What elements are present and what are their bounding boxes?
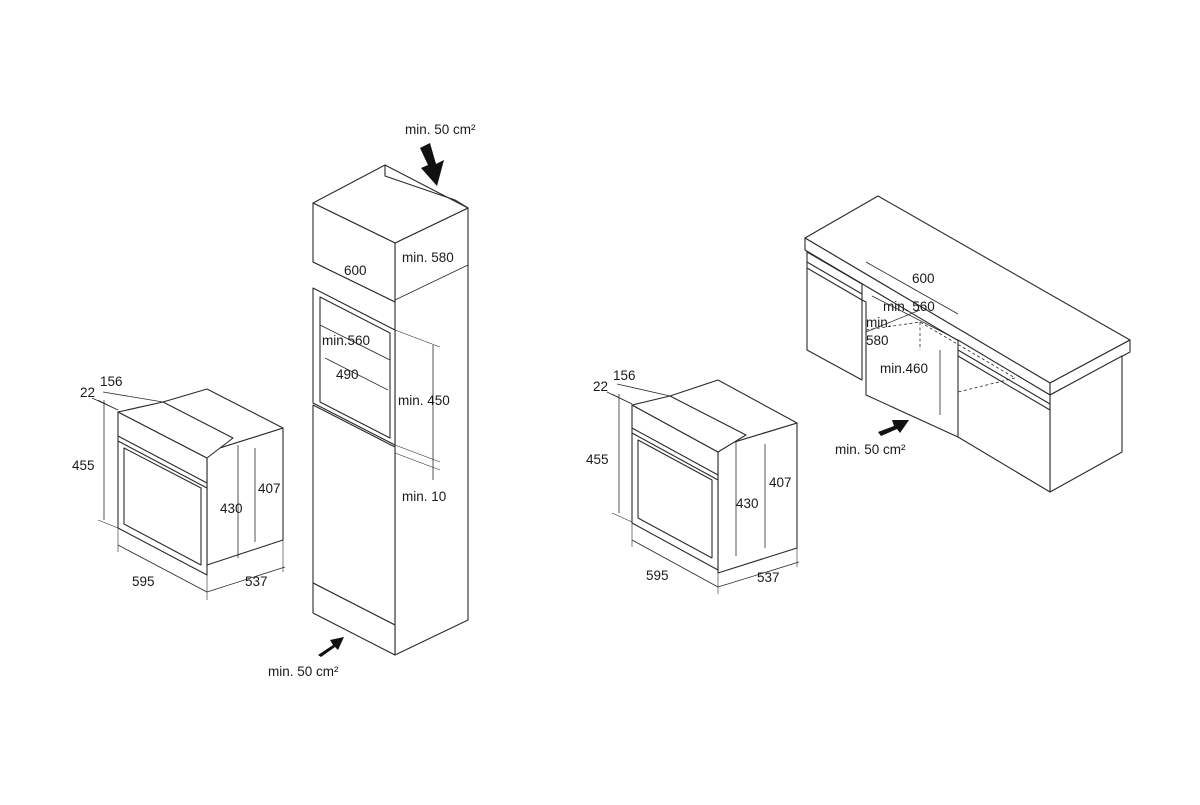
dim-panel-height: 430 [220,501,243,516]
tall-cabinet-top-notch [384,165,469,209]
tall-vent-top: min. 50 cm² [405,122,476,137]
counter-depth-line2: 580 [866,333,889,348]
tall-cabinet [312,164,469,656]
dim-panel-thickness: 22 [80,385,95,400]
dim-body-height-right: 407 [769,475,792,490]
dim-width-right: 595 [646,568,669,583]
counter-niche-width: min. 560 [883,299,935,314]
oven-right-dimensions: 455 430 407 595 537 156 22 [586,368,800,594]
tall-niche-width: min.560 [322,333,370,348]
dim-height: 455 [72,458,95,473]
vent-arrow-right-icon [878,420,909,436]
tall-cabinet-plinth [312,582,396,656]
oven-left-dimensions: 455 430 407 595 537 156 22 [72,374,286,600]
tall-depth: min. 580 [402,250,454,265]
counter-vent: min. 50 cm² [835,442,906,457]
counter-depth-line1: min. [866,315,892,330]
counter-worktop-side [1049,339,1131,396]
vent-arrow-up-icon [318,637,344,657]
oven-left-control-band-2 [117,440,208,489]
oven-left-panel-top [117,401,234,459]
counter-cabinet-dimensions: 600 min. 560 min. 580 min.460 min. 50 cm… [835,261,959,457]
counter-left-drawer-line-2 [806,267,863,301]
counter-niche-height: min.460 [880,361,928,376]
oven-left-control-band [117,435,208,484]
oven-right [631,379,798,574]
oven-right-control-band-2 [631,432,719,481]
counter-right-door [957,339,1051,493]
counter-niche-floor [861,299,959,438]
dim-panel-height-right: 430 [736,496,759,511]
dim-width: 595 [132,574,155,589]
dim-top-depth-right: 156 [613,368,636,383]
dim-depth-right: 537 [757,570,780,585]
dim-top-depth: 156 [100,374,123,389]
oven-left [117,388,284,576]
tall-gap: min. 10 [402,489,446,504]
vent-arrow-down-icon [420,143,444,186]
dim-depth: 537 [245,574,268,589]
counter-right-drawer-line-2 [957,355,1051,411]
dim-body-height: 407 [258,481,281,496]
oven-left-door [123,447,202,566]
oven-right-panel-top [631,395,747,453]
counter-cabinet [804,195,1131,493]
tall-cabinet-dimensions: 600 min. 580 min.560 490 min. 450 min. 1… [268,122,476,679]
tall-width: 600 [344,263,367,278]
tall-inner-width: 490 [336,367,359,382]
tall-niche-height: min. 450 [398,393,450,408]
dim-height-right: 455 [586,452,609,467]
tall-cabinet-niche-inner [319,296,391,439]
counter-left-drawer-line [806,261,863,295]
counter-left-door [806,251,863,381]
counter-width: 600 [912,271,935,286]
counter-right-drawer-line [957,349,1051,405]
tall-vent-bottom: min. 50 cm² [268,664,339,679]
counter-niche-back [865,321,1017,393]
oven-right-control-band [631,427,719,476]
oven-right-door [637,439,713,559]
dim-panel-thickness-right: 22 [593,379,608,394]
tall-cabinet-side [394,207,469,656]
